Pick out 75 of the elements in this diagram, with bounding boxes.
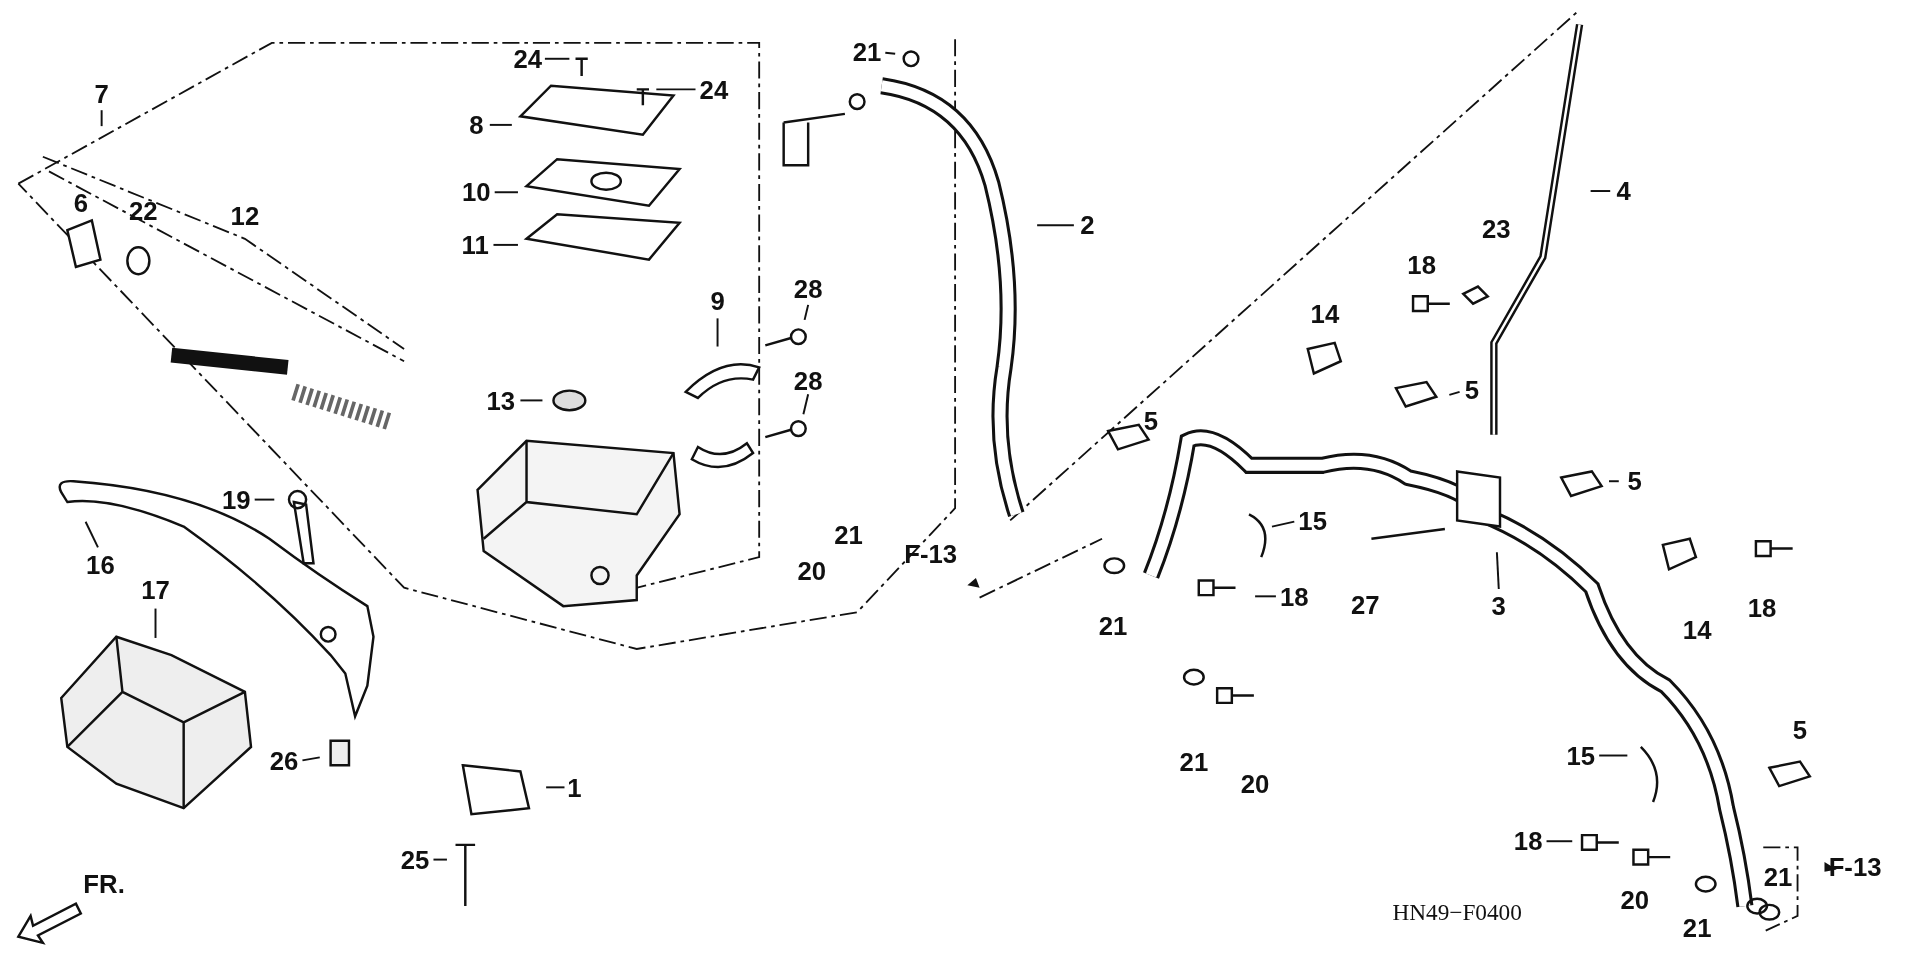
- leader-line: [154, 607, 157, 639]
- callout-number: 20: [1620, 887, 1649, 913]
- leader-line: [253, 498, 276, 501]
- callout-number: 24: [699, 76, 729, 103]
- callout-number: 27: [1351, 592, 1380, 618]
- callout-number: 15: [1298, 507, 1327, 534]
- callout-number: 20: [797, 557, 827, 584]
- leader-line: [432, 858, 448, 861]
- callout-number: 18: [1280, 583, 1309, 610]
- leader-line: [1589, 190, 1612, 192]
- callout-number: 18: [1513, 828, 1543, 855]
- leader-line: [655, 88, 697, 91]
- callout-number: 15: [1566, 742, 1596, 769]
- leader-line: [716, 317, 719, 348]
- callout-number: 7: [94, 81, 109, 108]
- leader-line: [1448, 390, 1461, 396]
- callout-number: 20: [1240, 770, 1270, 797]
- callout-number: 6: [73, 190, 88, 217]
- leader-line: [1598, 754, 1629, 757]
- callout-number: 18: [1747, 594, 1777, 621]
- leader-line: [1608, 480, 1620, 483]
- leader-line: [1271, 520, 1296, 528]
- leader-line: [492, 243, 519, 246]
- callout-number: 5: [1792, 716, 1808, 743]
- callout-number: 1: [567, 774, 582, 801]
- callout-number: 5: [1627, 468, 1642, 495]
- leader-line: [301, 756, 321, 762]
- callout-number: 25: [400, 846, 430, 873]
- callout-number: 3: [1491, 593, 1506, 619]
- callout-number: 28: [793, 367, 823, 394]
- callout-number: 10: [462, 179, 491, 206]
- front-direction-label: FR.: [83, 871, 125, 897]
- leader-line: [84, 520, 99, 549]
- callout-number: 2: [1080, 212, 1095, 239]
- callout-number: 16: [86, 551, 115, 578]
- callout-number: 28: [793, 276, 823, 302]
- callout-number: 19: [222, 486, 251, 513]
- callout-number: 24: [513, 45, 543, 72]
- callout-number: 4: [1616, 178, 1631, 204]
- callout-number: 18: [1407, 251, 1436, 278]
- leader-line: [884, 51, 897, 55]
- callout-number: 21: [834, 522, 863, 548]
- leader-line: [493, 191, 519, 194]
- callout-number: 8: [469, 112, 484, 138]
- leader-line: [1254, 595, 1277, 598]
- leader-line: [100, 109, 103, 128]
- callout-number: 5: [1464, 376, 1479, 403]
- leader-line: [803, 303, 810, 321]
- callout-number: 21: [1098, 612, 1128, 639]
- callout-number: 11: [461, 232, 489, 258]
- callout-number: 12: [230, 202, 260, 229]
- leader-line: [488, 123, 513, 126]
- callout-number: 21: [1682, 915, 1712, 941]
- callout-number: 21: [1763, 863, 1793, 890]
- page-reference: F-13: [904, 540, 958, 567]
- callout-number: 21: [852, 38, 882, 65]
- leader-line: [1036, 224, 1075, 227]
- callout-number: 14: [1682, 616, 1712, 643]
- callout-number: 13: [486, 387, 516, 414]
- callout-number: 14: [1310, 300, 1340, 327]
- leader-line: [545, 786, 566, 789]
- page-reference: F-13: [1828, 854, 1882, 880]
- leader-line: [1495, 551, 1500, 590]
- callout-number: 17: [141, 577, 170, 604]
- callout-number: 5: [1143, 408, 1159, 435]
- diagram-code: HN49−F0400: [1392, 900, 1522, 924]
- callout-number: 9: [710, 288, 725, 315]
- callout-number: 22: [128, 197, 158, 224]
- leader-line: [1545, 840, 1574, 843]
- callout-number: 26: [269, 747, 299, 774]
- leader-line: [543, 57, 571, 60]
- callout-number: 23: [1482, 216, 1511, 242]
- leader-line: [802, 393, 810, 416]
- leader-line: [519, 399, 544, 402]
- callout-number: 21: [1179, 748, 1209, 775]
